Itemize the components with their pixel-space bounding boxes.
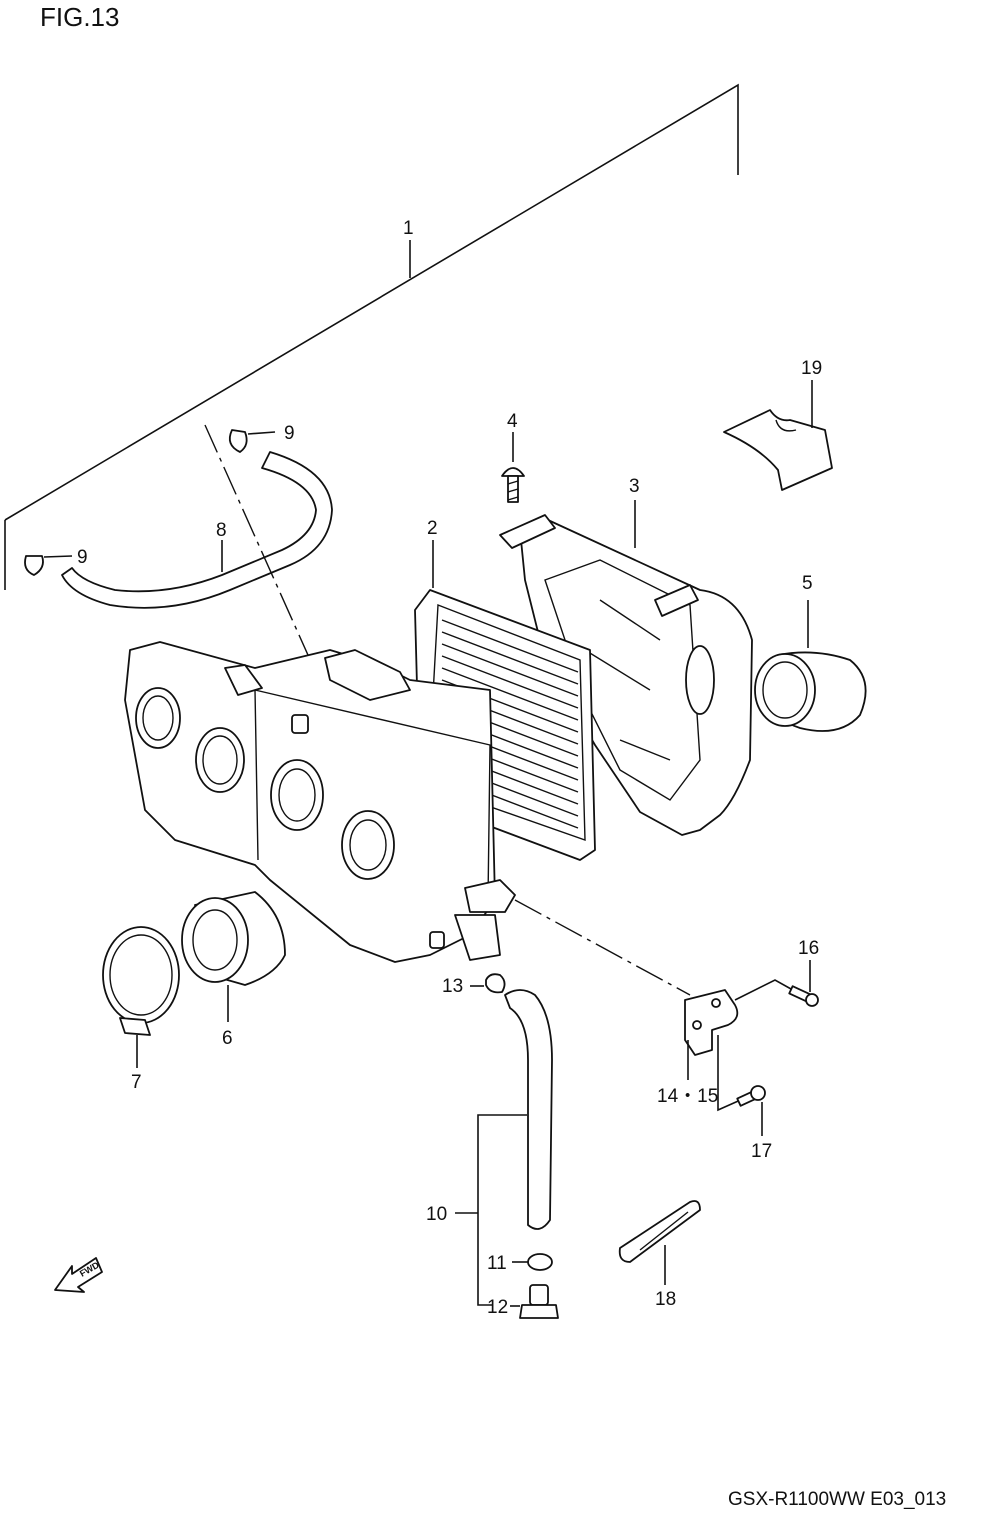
part-7-clamp-band [102, 926, 180, 1068]
part-6-funnel [181, 891, 286, 1022]
part-14-15-bracket [684, 989, 739, 1080]
part-5-duct [754, 600, 867, 732]
part-18-strap [618, 1200, 701, 1285]
callout-6: 6 [222, 1028, 233, 1049]
callout-13: 13 [442, 976, 463, 997]
part-16-bolt [734, 960, 819, 1007]
filter-slat [441, 619, 579, 673]
callout-3: 3 [629, 476, 640, 497]
part-9-clamp-left [24, 555, 73, 576]
filter-slat [441, 643, 579, 697]
filter-slat [441, 631, 579, 685]
callout-5: 5 [802, 573, 813, 594]
part-3-cap [499, 500, 753, 836]
callout-1: 1 [403, 218, 414, 239]
callout-16: 16 [798, 938, 819, 959]
part-9-clamp-top [228, 429, 276, 453]
assembly-line-bracket [514, 899, 691, 996]
assembly-bracket-1 [4, 83, 739, 590]
callout-11: 11 [487, 1253, 507, 1274]
filter-slat [441, 655, 579, 709]
callout-19: 19 [801, 358, 822, 379]
callout-4: 4 [507, 411, 518, 432]
callout-18: 18 [655, 1289, 676, 1310]
callout-17: 17 [751, 1141, 772, 1162]
callout-7: 7 [131, 1072, 142, 1093]
callout-2: 2 [427, 518, 438, 539]
callout-14-15: 14・15 [657, 1086, 718, 1107]
part-11-ring [512, 1253, 553, 1271]
callout-9-top: 9 [284, 423, 295, 444]
air-cleaner-case [124, 641, 516, 963]
forward-arrow-icon: FWD [54, 1257, 103, 1293]
figure-title: FIG.13 [40, 2, 119, 32]
part-19-shield [723, 380, 833, 491]
part-4-screw [501, 432, 525, 503]
figure-footer: GSX-R1100WW E03_013 [728, 1489, 946, 1510]
part-8-breather-hose [61, 451, 333, 609]
callout-12: 12 [487, 1297, 508, 1318]
callout-8: 8 [216, 520, 227, 541]
part-17-bolt [717, 1075, 766, 1136]
callout-9-left: 9 [77, 547, 88, 568]
callout-10: 10 [426, 1204, 447, 1225]
part-13-clip [470, 973, 506, 994]
filter-slat [441, 667, 579, 721]
part-10-drain-hose [455, 989, 553, 1306]
part-12-plug [510, 1284, 559, 1319]
